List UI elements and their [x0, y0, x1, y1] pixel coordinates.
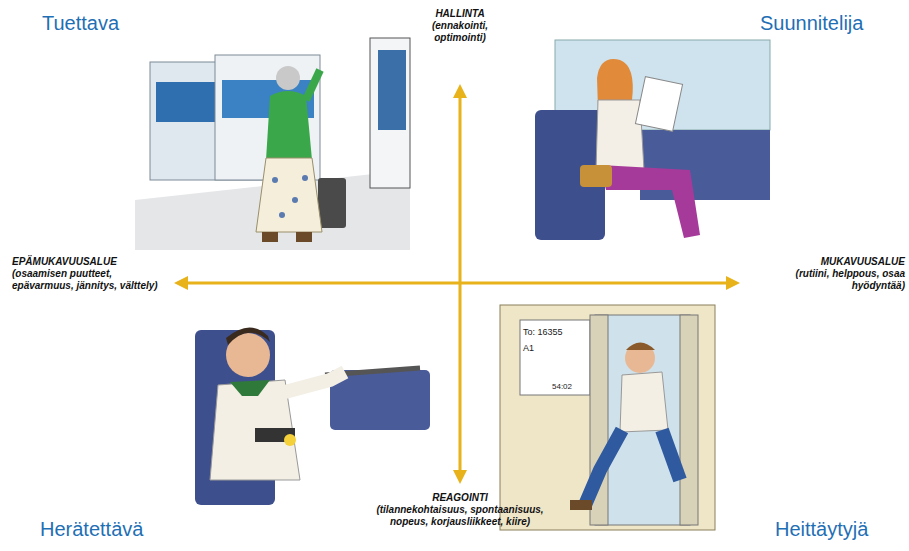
axis-description: (osaamisen puutteet, epävarmuus, jännity…	[12, 268, 162, 291]
sleeper-scene	[195, 327, 430, 505]
axis-label: MUKAVUUSALUE	[745, 256, 905, 268]
quadrant-title: Tuettava	[42, 12, 182, 35]
axis-description: (ennakointi, optimointi)	[420, 20, 500, 43]
sign-text: To: 16355	[523, 327, 589, 337]
jumper-scene	[500, 305, 715, 530]
sign-text: 54:02	[552, 382, 588, 391]
quadrant-title: Herätettävä	[40, 518, 200, 541]
axis-description: (tilannekohtaisuus, spontaanisuus, nopeu…	[370, 504, 550, 527]
axis-description: (rutiini, helppous, osaa hyödyntää)	[745, 268, 905, 291]
axis-label: HALLINTA	[410, 8, 510, 20]
axis-label: REAGOINTI	[400, 492, 520, 504]
quadrant-title: Heittäytyjä	[775, 518, 905, 541]
bus-station-scene	[135, 38, 410, 250]
axis-label: EPÄMUKAVUUSALUE	[12, 256, 172, 268]
quadrant-title: Suunnitelija	[760, 12, 900, 35]
axis-arrows	[174, 84, 740, 484]
sign-text: A1	[523, 343, 563, 353]
planner-scene	[535, 40, 770, 240]
